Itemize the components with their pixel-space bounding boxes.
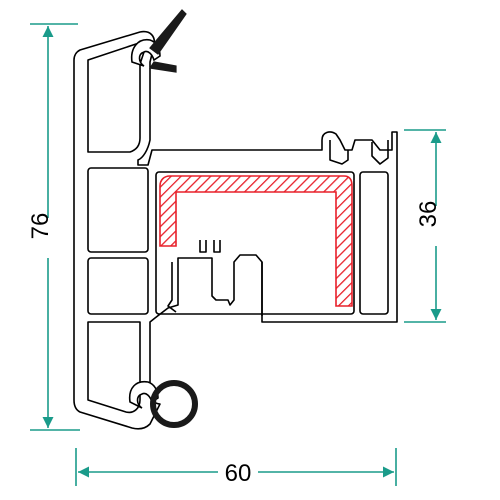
- height-label-bg: [36, 218, 60, 258]
- dimension-height: 76: [27, 23, 80, 431]
- outer-shell: [73, 30, 398, 430]
- center-divider: [167, 262, 263, 316]
- chamber-center: [155, 171, 355, 315]
- inner-height-label-bg: [424, 206, 448, 246]
- chamber-left-middle: [87, 257, 149, 315]
- inner-height-label: 36: [415, 201, 442, 228]
- dimension-inner-height: 36: [404, 129, 448, 323]
- chamber-left-lower: [87, 321, 141, 414]
- upper-seal-lip: [148, 9, 187, 73]
- width-label: 60: [225, 460, 252, 487]
- middle-clip: [199, 240, 221, 253]
- top-groove: [329, 140, 389, 165]
- height-label: 76: [27, 213, 54, 240]
- seals: [128, 9, 198, 428]
- profile-outline: [73, 30, 398, 430]
- steel-reinforcement: [159, 175, 353, 307]
- lower-seal-bulb: [150, 380, 198, 428]
- chamber-left-upper: [87, 167, 149, 253]
- chamber-right: [359, 171, 389, 315]
- width-label-bg: [218, 460, 258, 484]
- steel-outline: [159, 175, 353, 307]
- dimension-width: 60: [75, 448, 397, 487]
